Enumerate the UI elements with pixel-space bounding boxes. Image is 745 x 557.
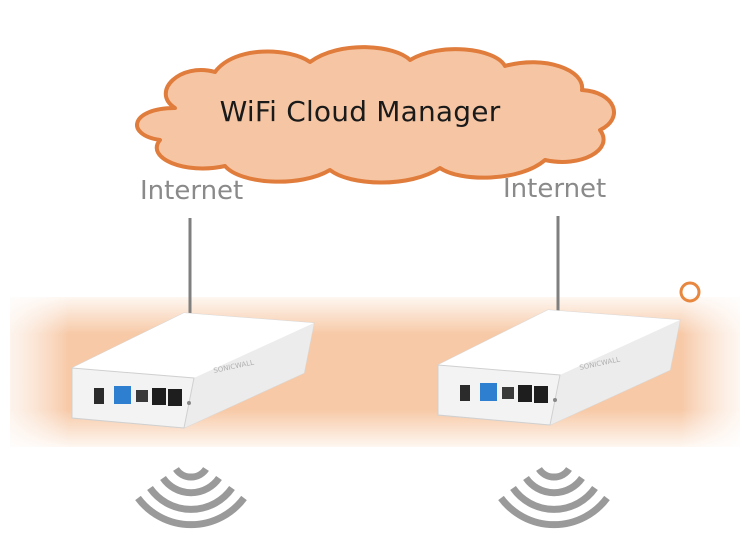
access-point-icon: SONICWALL <box>437 309 681 426</box>
access-point-icon: SONICWALL <box>71 312 315 429</box>
wifi-signal-icon <box>135 466 247 529</box>
internet-label-left: Internet <box>140 176 244 206</box>
internet-label-right: Internet <box>503 174 607 204</box>
cloud-icon <box>135 45 616 185</box>
accent-dot <box>679 281 701 303</box>
wifi-signal-icon <box>498 466 610 529</box>
cloud-label: WiFi Cloud Manager <box>219 95 501 128</box>
